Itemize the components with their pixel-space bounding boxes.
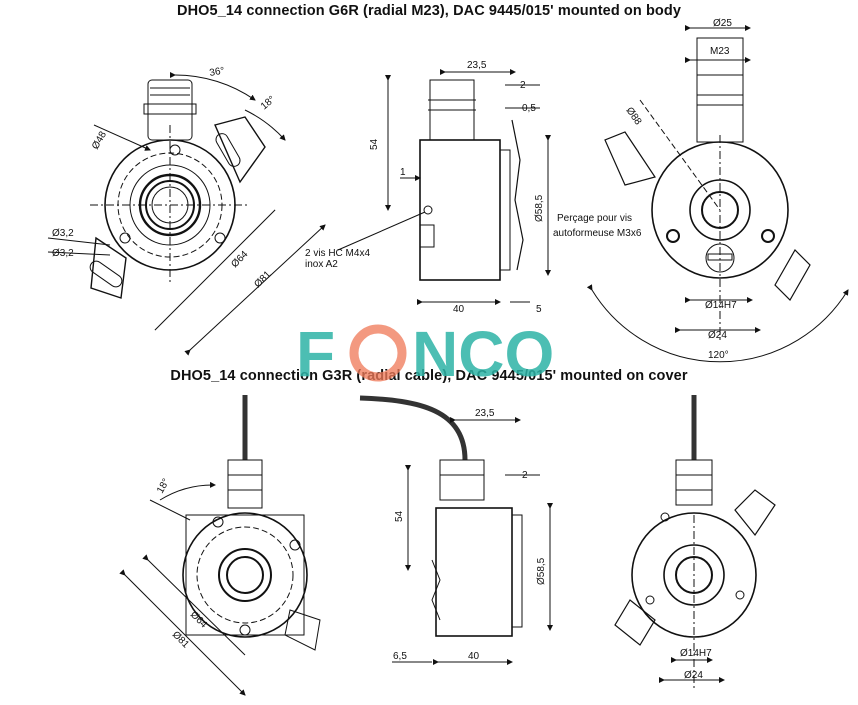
dim-5: 5 [536,304,542,315]
view-bottom-left [119,395,321,696]
dim-d32-b: Ø3,2 [52,248,74,259]
view-bottom-mid [359,395,553,665]
view-top-right [586,25,849,363]
dim-d25: Ø25 [713,18,732,29]
dim-b-2: 2 [522,470,528,481]
watermark-nco: NCO [412,318,554,390]
dim-1: 1 [400,167,406,178]
view-bottom-right [614,395,776,690]
dim-23-5: 23,5 [467,60,487,71]
dim-0-5: 0,5 [522,103,536,114]
dim-18deg: 18° [259,94,278,112]
dim-d32-a: Ø3,2 [52,228,74,239]
view-top-mid [337,69,551,305]
dim-2: 2 [520,80,526,91]
dim-120deg: 120° [708,350,729,361]
dim-d81: Ø81 [252,269,273,290]
dim-54: 54 [369,138,380,150]
dim-d48: Ø48 [90,129,109,151]
note-drill-1: Perçage pour vis [557,213,632,224]
dim-b-d64: Ø64 [188,609,209,630]
watermark-logo: F NCO [296,318,554,390]
dim-40: 40 [453,304,465,315]
dim-d88: Ø88 [624,105,644,127]
watermark-f: F [296,318,335,390]
title-bottom: DHO5_14 connection G3R (radial cable), D… [170,368,688,384]
note-drill-2: autoformeuse M3x6 [553,228,642,239]
dim-d58-5: Ø58,5 [534,194,545,222]
dim-b-d81: Ø81 [170,629,191,650]
note-screw-2: inox A2 [305,259,338,270]
dim-d24: Ø24 [708,330,727,341]
dim-b-54: 54 [394,510,405,522]
dim-b-23-5: 23,5 [475,408,495,419]
dim-b-d14h7: Ø14H7 [680,648,712,659]
dim-b-18deg: 18° [155,477,172,496]
dim-m23: M23 [710,46,730,57]
dim-b-d58-5: Ø58,5 [536,557,547,585]
note-screw-1: 2 vis HC M4x4 [305,248,370,259]
dim-36deg: 36° [209,65,226,78]
title-top: DHO5_14 connection G6R (radial M23), DAC… [177,3,681,19]
view-top-left [47,72,326,356]
dim-b-6-5: 6,5 [393,651,407,662]
dim-d14h7: Ø14H7 [705,300,737,311]
dim-b-40: 40 [468,651,480,662]
dim-b-d24: Ø24 [684,670,703,681]
